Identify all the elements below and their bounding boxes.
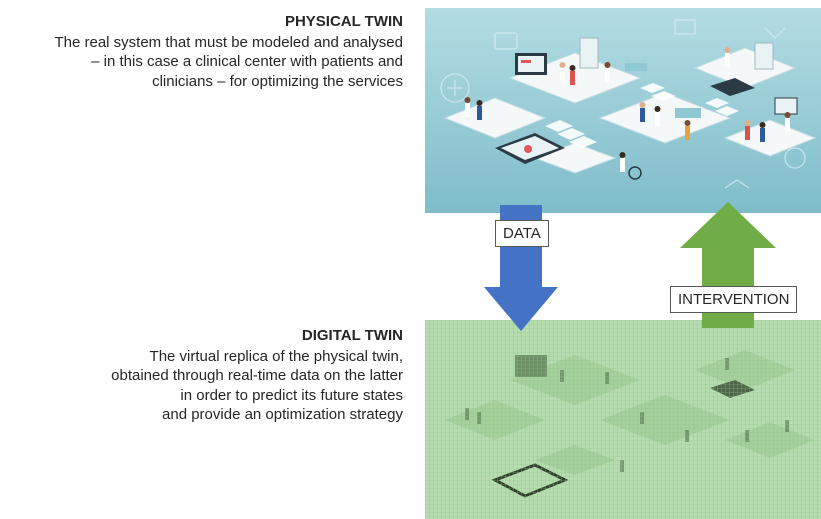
digital-twin-line: obtained through real-time data on the l…	[111, 367, 403, 384]
digital-replica-illustration	[425, 320, 821, 519]
digital-twin-description: DIGITAL TWIN The virtual replica of the …	[111, 326, 403, 425]
physical-twin-line: clinicians – for optimizing the services	[152, 72, 403, 90]
physical-twin-line: – in this case a clinical center with pa…	[91, 53, 403, 70]
digital-twin-line: in order to predict its future states	[180, 386, 403, 404]
digital-twin-line: The virtual replica of the physical twin…	[149, 347, 403, 365]
data-label: DATA	[495, 220, 549, 247]
digital-twin-title: DIGITAL TWIN	[301, 327, 403, 344]
physical-twin-illustration	[425, 8, 821, 213]
physical-twin-line: The real system that must be modeled and…	[54, 33, 403, 51]
digital-twin-line: and provide an optimization strategy	[162, 406, 403, 423]
physical-twin-title: PHYSICAL TWIN	[284, 13, 403, 30]
intervention-label: INTERVENTION	[670, 286, 798, 313]
digital-twin-illustration	[425, 320, 821, 519]
physical-twin-description: PHYSICAL TWIN The real system that must …	[54, 12, 403, 91]
clinic-illustration	[425, 8, 821, 213]
